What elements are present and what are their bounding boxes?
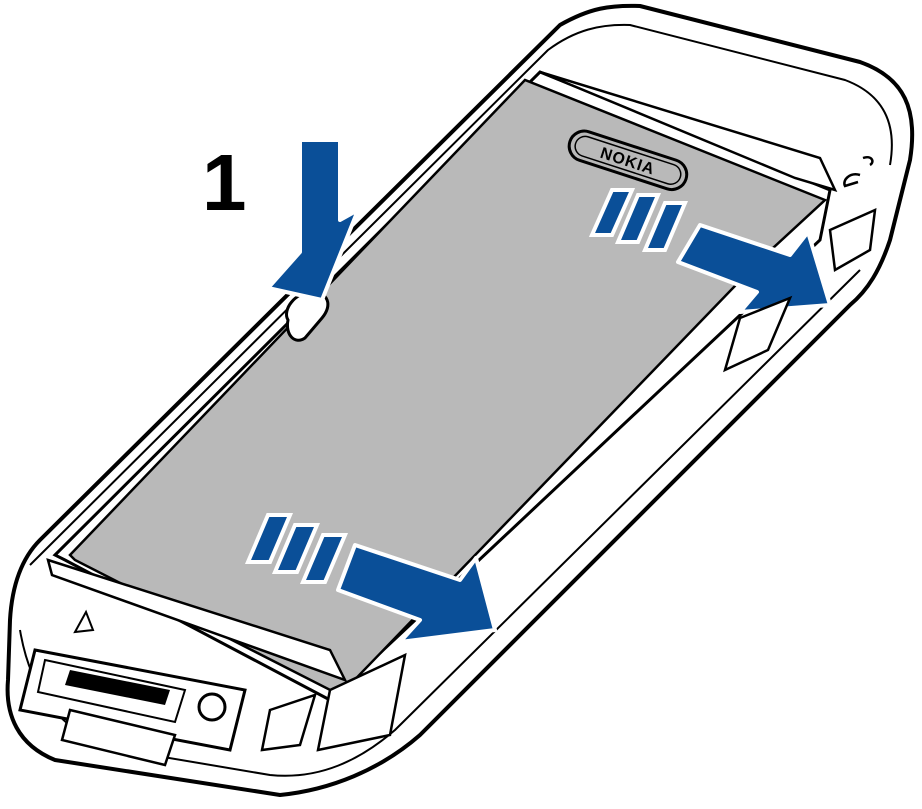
- arrow-right-icon: [336, 543, 497, 644]
- cover-release-button[interactable]: [285, 290, 330, 342]
- arrow-down-icon: [266, 138, 360, 302]
- grip-stripes-icon: [588, 188, 689, 252]
- triangle-marker-icon: [73, 609, 95, 634]
- grip-stripes-icon: [244, 513, 349, 584]
- bottom-edge-bar: [60, 708, 177, 767]
- cover-rails: [46, 70, 838, 683]
- side-latch: [260, 652, 407, 752]
- side-notches: [723, 156, 877, 373]
- step-number-label: 1: [202, 138, 247, 227]
- system-connector: [18, 648, 247, 752]
